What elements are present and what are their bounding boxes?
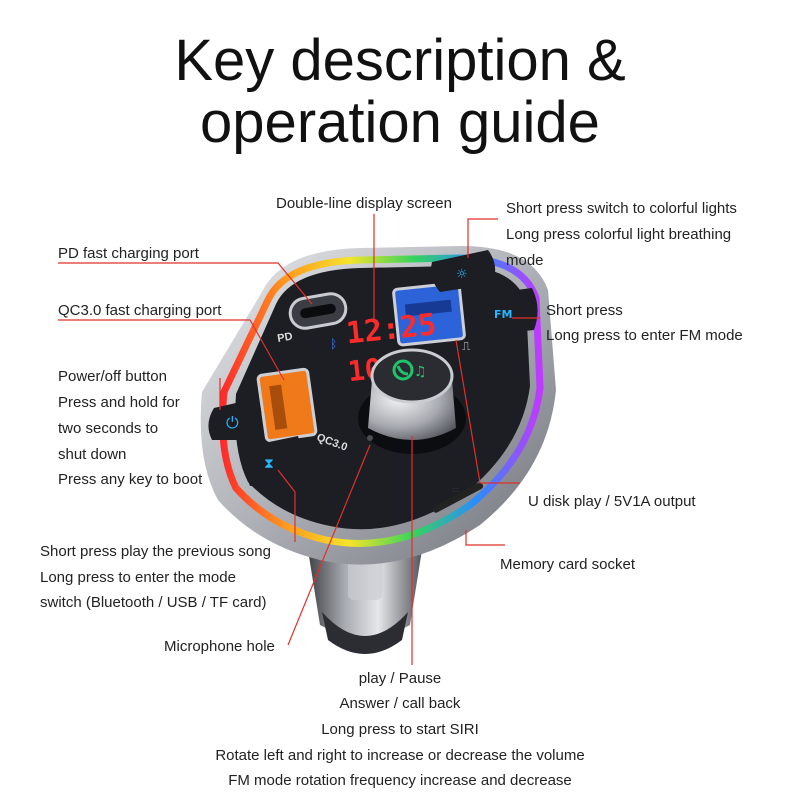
leader-mode [277,469,296,542]
label-usb-output: U disk play / 5V1A output [528,493,696,510]
knob-top [370,348,454,404]
svg-text:♫: ♫ [414,364,427,380]
fm-button [469,288,538,336]
light-button [431,250,496,292]
label-mic: Microphone hole [164,638,275,655]
label-fm-1: Short press [546,302,623,319]
leader-usb [455,339,520,484]
label-fm-2: Long press to enter FM mode [546,327,743,344]
label-knob-2: Answer / call back [339,695,461,712]
label-power-4: shut down [58,446,127,463]
bluetooth-icon: ᛒ [330,337,337,351]
page-title-line1: Key description & [174,28,626,93]
label-power-5: Press any key to boot [58,471,203,488]
mode-icon: ⧗ [264,456,274,472]
leader-mic [287,444,371,646]
page-title-line2: operation guide [200,90,600,155]
label-mode-2: Long press to enter the mode [40,569,236,586]
label-mode-1: Short press play the previous song [40,543,271,560]
fm-icon: FM [494,308,512,321]
label-knob-5: FM mode rotation frequency increase and … [228,772,572,789]
label-memory: Memory card socket [500,556,636,573]
leader-pd [58,262,313,305]
usb-symbol: ⎍ [462,339,471,353]
label-display-screen: Double-line display screen [276,195,452,212]
power-button [208,398,262,440]
leader-lights [467,218,498,258]
tf-symbol: ▭ [452,485,460,494]
usb-port-blue-inner [404,299,452,317]
label-power-3: two seconds to [58,420,159,437]
label-knob-1: play / Pause [358,670,442,687]
label-qc-port: QC3.0 fast charging port [58,302,222,319]
label-lights-3: mode [506,252,544,269]
usb-port-orange-inner [269,384,288,430]
pd-label: PD [276,330,293,344]
usb-port-orange [256,367,318,443]
label-power-1: Power/off button [58,368,167,385]
microphone-hole-dot [367,435,373,441]
label-lights-1: Short press switch to colorful lights [506,200,737,217]
label-mode-3: switch (Bluetooth / USB / TF card) [40,594,267,611]
leader-qc [58,319,285,381]
light-icon: ☼ [456,267,468,282]
mode-button [246,436,302,486]
power-icon: ⏻ [226,413,239,432]
device-stem-cap [322,612,408,654]
pd-port-tongue [300,303,336,319]
leader-memory [465,530,505,546]
phone-icon: ♫ [392,359,427,381]
label-knob-3: Long press to start SIRI [321,721,479,738]
label-lights-2: Long press colorful light breathing [506,226,732,243]
label-knob-4: Rotate left and right to increase or dec… [215,747,585,764]
leader-lines [58,214,540,665]
label-pd-port: PD fast charging port [58,245,199,262]
device-stem-contact [348,560,382,600]
memory-card-slot [432,482,484,513]
label-power-2: Press and hold for [58,394,180,411]
light-ring [219,254,544,547]
